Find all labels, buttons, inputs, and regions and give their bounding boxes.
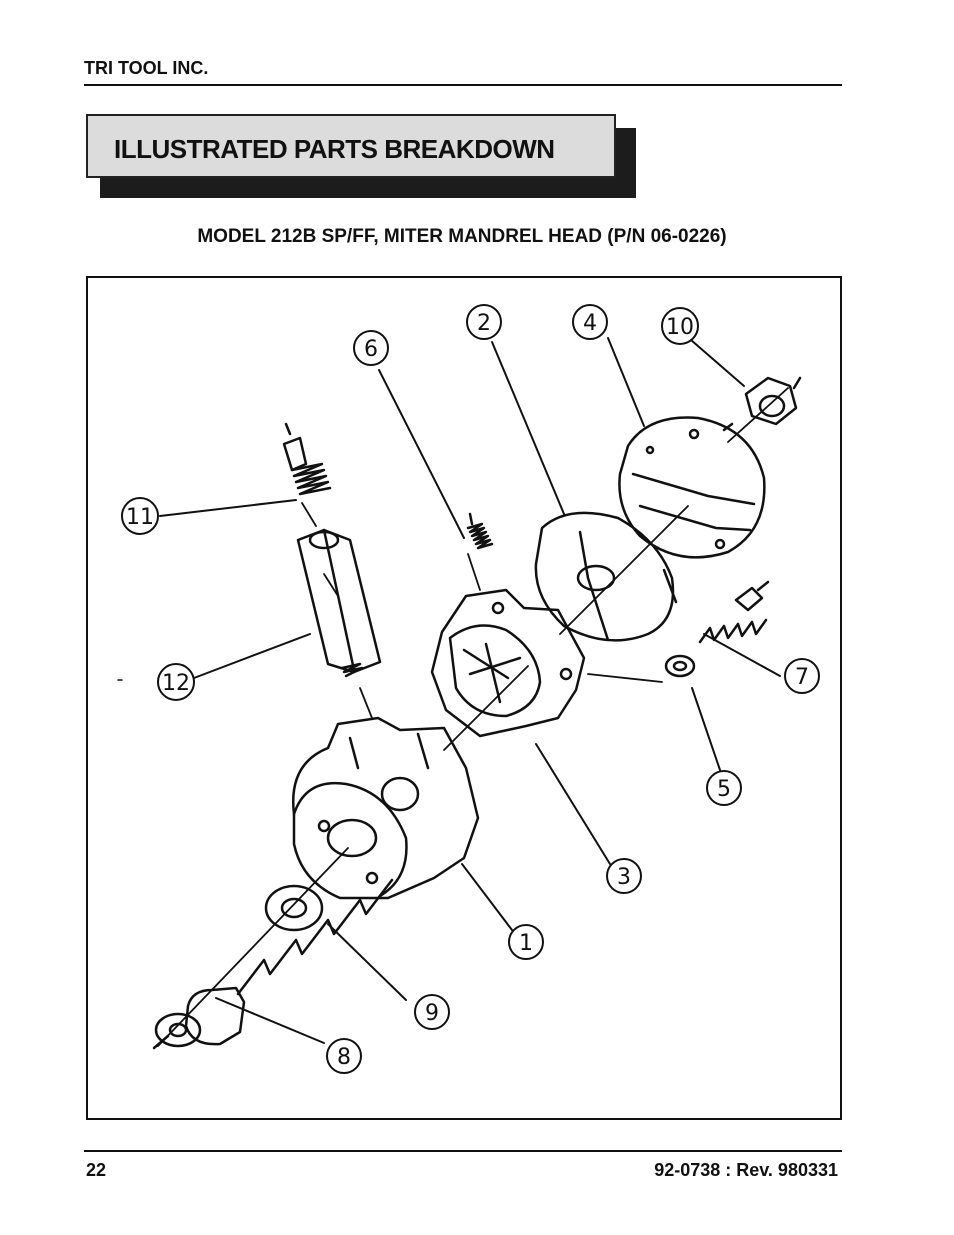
part-7-spring-screw (698, 580, 770, 644)
callout-1-label: 1 (519, 931, 533, 956)
callout-2-label: 2 (477, 311, 491, 336)
callout-6-label: 6 (364, 337, 378, 362)
callout-9-label: 9 (425, 1001, 439, 1026)
footer-rule (84, 1150, 842, 1152)
callout-10: 10 (661, 307, 699, 345)
page-number: 22 (86, 1160, 107, 1180)
assembly-axis (157, 387, 789, 1047)
callout-1: 1 (508, 924, 544, 960)
callout-10-label: 10 (666, 315, 694, 340)
section-banner: ILLUSTRATED PARTS BREAKDOWN (86, 114, 616, 178)
callout-11-label: 11 (126, 505, 154, 530)
part-1-mandrel-body (292, 716, 480, 900)
callout-3-label: 3 (617, 865, 631, 890)
part-2-plate (534, 511, 678, 642)
part-11-threaded-stud (282, 422, 332, 496)
part-12-hex-standoff (296, 528, 382, 678)
header-rule (84, 84, 842, 86)
callout-6: 6 (353, 330, 389, 366)
part-8-cap-screw (152, 878, 394, 1050)
part-3-housing (430, 588, 586, 738)
part-5-small-washer (664, 654, 696, 678)
callout-3: 3 (606, 858, 642, 894)
callout-8-label: 8 (337, 1045, 351, 1070)
callout-7: 7 (784, 658, 820, 694)
part-6-spring (466, 512, 494, 550)
callout-5-label: 5 (717, 777, 731, 802)
callout-12: 12 (157, 663, 195, 701)
part-4-slotted-disc (618, 416, 766, 559)
callout-8: 8 (326, 1038, 362, 1074)
company-name: TRI TOOL INC. (84, 58, 209, 78)
callout-9: 9 (414, 994, 450, 1030)
leader-lines (159, 337, 781, 1044)
callout-5: 5 (706, 770, 742, 806)
figure-title: MODEL 212B SP/FF, MITER MANDREL HEAD (P/… (197, 226, 727, 247)
part-10-hex-nut (744, 376, 802, 426)
callout-7-label: 7 (795, 665, 809, 690)
section-title: ILLUSTRATED PARTS BREAKDOWN (114, 134, 555, 164)
callout-12-label: 12 (162, 671, 190, 696)
parts-illustration: 1 2 3 4 5 6 7 (86, 276, 842, 1120)
part-9-washer (264, 884, 324, 932)
callout-2: 2 (466, 304, 502, 340)
document-number: 92-0738 : Rev. 980331 (654, 1160, 838, 1180)
callout-4-label: 4 (583, 311, 597, 336)
callout-11: 11 (121, 497, 159, 535)
callout-4: 4 (572, 304, 608, 340)
exploded-view-drawing: 1 2 3 4 5 6 7 (117, 304, 820, 1074)
